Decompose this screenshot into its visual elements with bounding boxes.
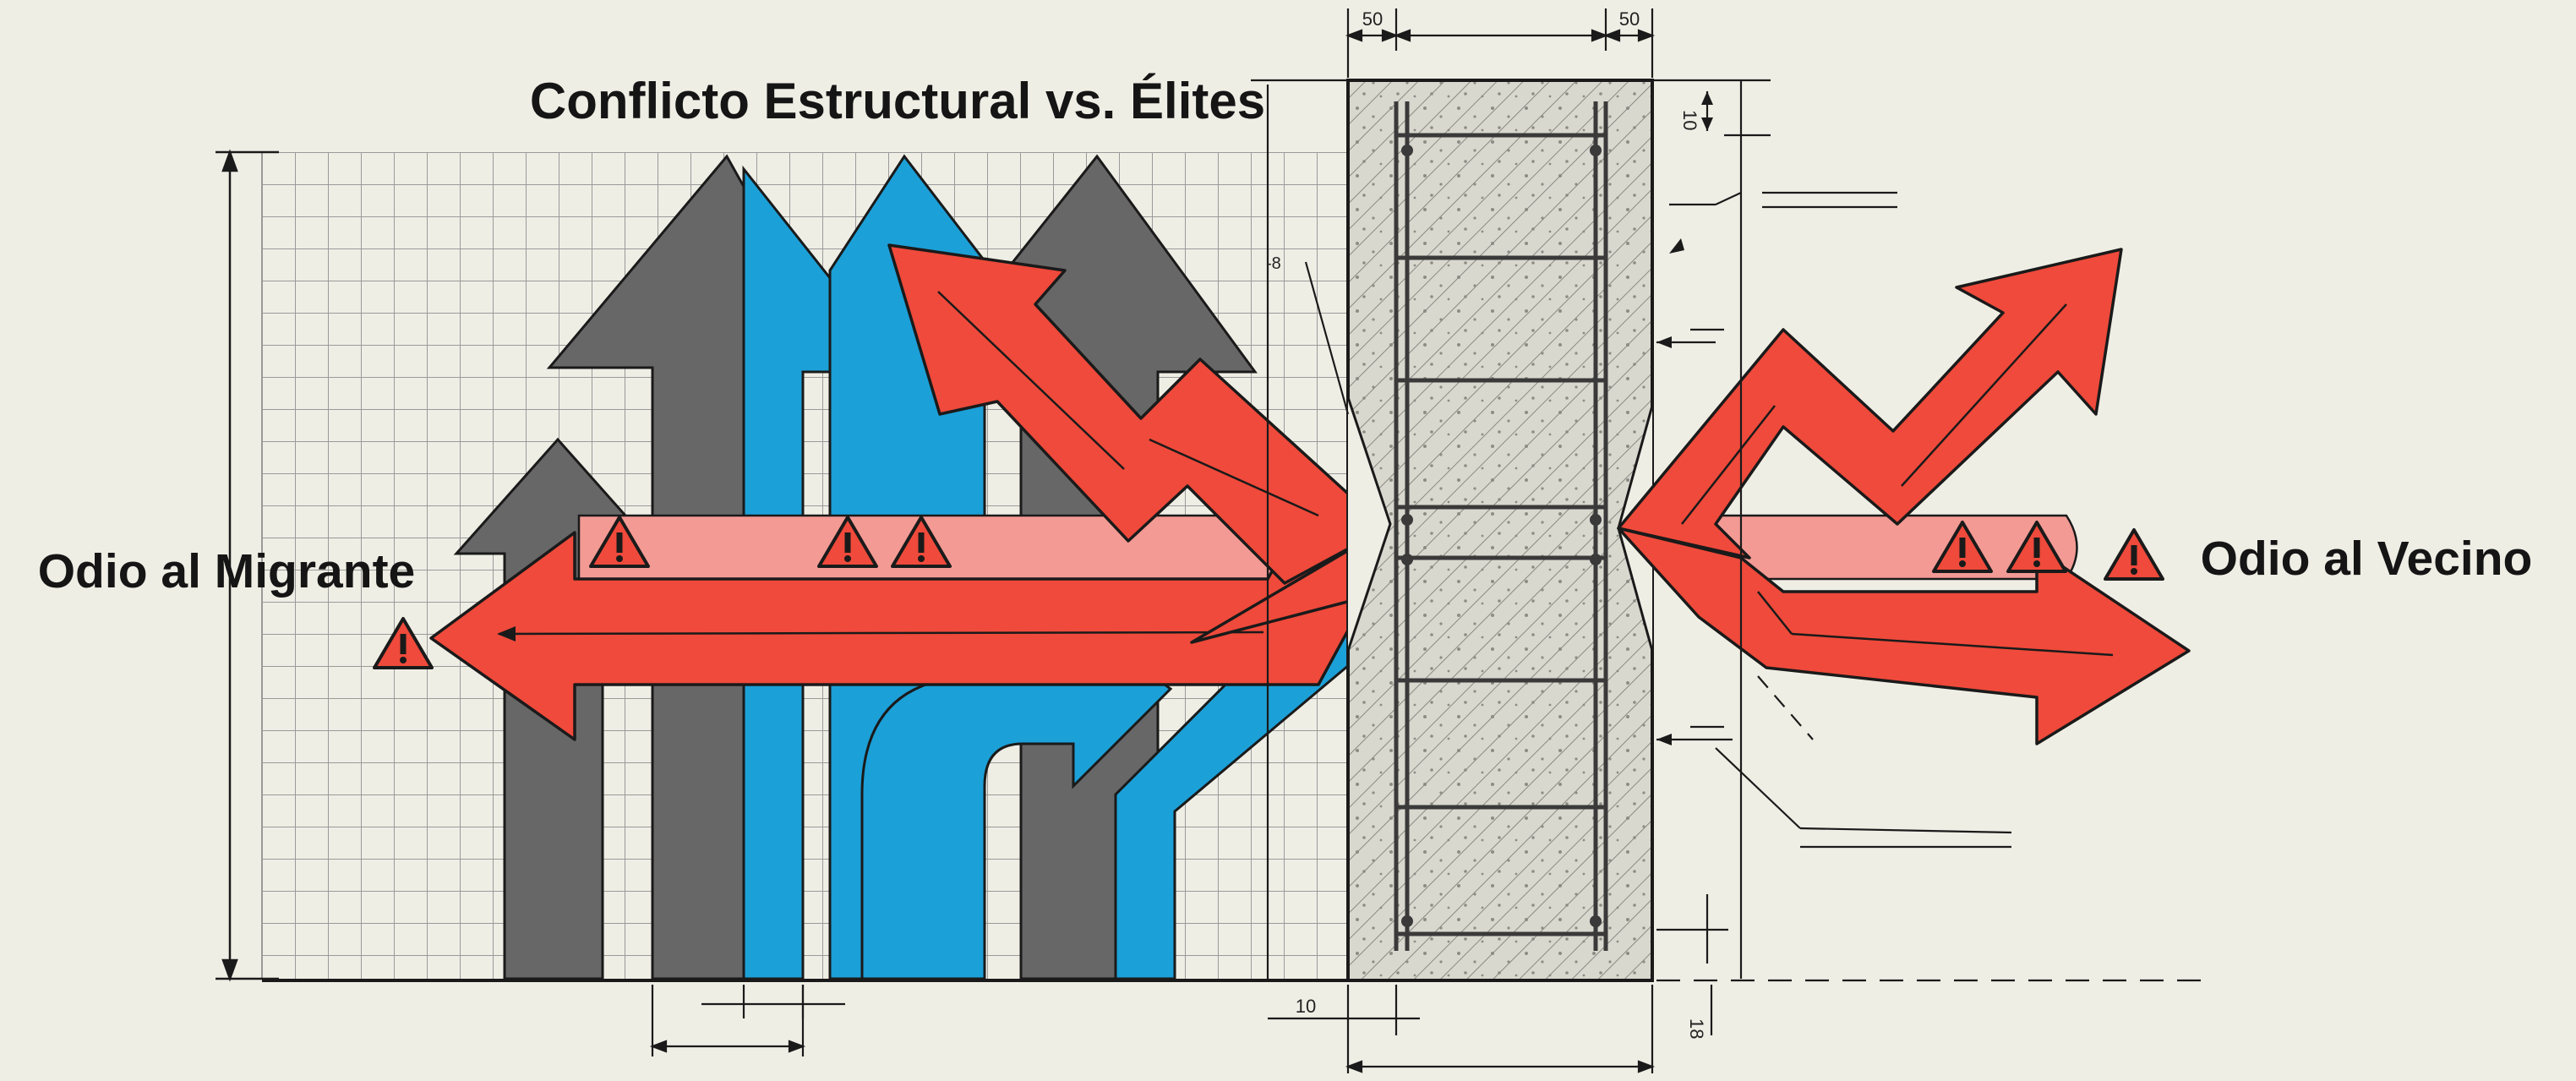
warning-triangle-icon (2104, 528, 2164, 581)
dim-side-top: 10 (1679, 110, 1700, 130)
bottom-dimensions (649, 985, 1656, 1073)
dim-top-left: 50 (1362, 8, 1383, 30)
dim-bottom-right: 18 (1686, 1018, 1707, 1039)
leader-lines (1251, 79, 2214, 1035)
red-arrow-right (1617, 527, 2191, 745)
red-zigzag-left (887, 243, 1388, 585)
label-left: Odio al Migrante (38, 544, 416, 598)
left-dimension-line (216, 149, 279, 982)
diagram-title: Conflicto Estructural vs. Élites (530, 73, 1265, 129)
dim-bottom-left: 10 (1296, 996, 1316, 1017)
dim-side-mark: -8 (1266, 254, 1281, 273)
red-zigzag-right (1617, 248, 2123, 560)
concrete-wall (1346, 79, 1654, 982)
leader-arrowheads (1656, 91, 1713, 745)
top-dimensions (1345, 8, 1656, 78)
dim-top-right: 50 (1619, 8, 1640, 30)
label-right: Odio al Vecino (2201, 532, 2533, 586)
